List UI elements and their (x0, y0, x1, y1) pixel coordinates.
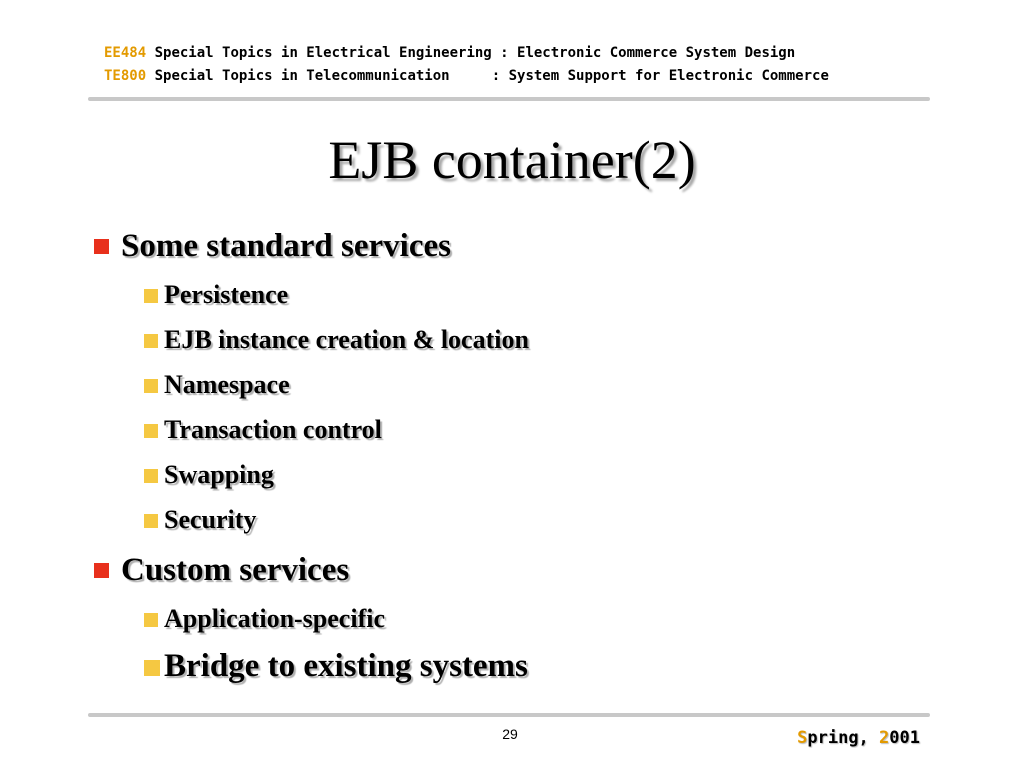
bullet-standard-services: Some standard services (94, 228, 451, 265)
course-description: Special Topics in Electrical Engineering… (146, 45, 796, 61)
yellow-square-bullet-icon (144, 514, 158, 528)
page-number: 29 (502, 726, 518, 742)
sub-bullet-namespace: Namespace (144, 370, 290, 400)
season-rest: pring, (807, 728, 880, 748)
bullet-custom-services: Custom services (94, 552, 349, 589)
sub-bullet-label: Namespace (164, 370, 290, 399)
year-initial: 2 (879, 728, 890, 748)
sub-bullet-bridge-systems: Bridge to existing systems (144, 648, 528, 685)
sub-bullet-label: Transaction control (164, 415, 382, 444)
sub-bullet-security: Security (144, 505, 256, 535)
year-rest: 001 (889, 728, 920, 748)
sub-bullet-label: EJB instance creation & location (164, 325, 529, 354)
yellow-square-bullet-icon (144, 424, 158, 438)
sub-bullet-label: Swapping (164, 460, 274, 489)
bullet-label: Custom services (121, 552, 350, 588)
yellow-square-bullet-icon (144, 379, 158, 393)
course-header: EE484 Special Topics in Electrical Engin… (104, 42, 829, 88)
semester-label: Spring, 2001 (797, 728, 920, 748)
course-line-te800: TE800 Special Topics in Telecommunicatio… (104, 65, 829, 88)
sub-bullet-label: Security (164, 505, 257, 534)
yellow-square-bullet-icon (144, 469, 158, 483)
season-initial: S (797, 728, 808, 748)
sub-bullet-persistence: Persistence (144, 280, 288, 310)
sub-bullet-label: Persistence (164, 280, 289, 309)
yellow-square-bullet-icon (144, 613, 158, 627)
header-divider (88, 97, 930, 101)
course-description: Special Topics in Telecommunication : Sy… (146, 68, 829, 84)
sub-bullet-swapping: Swapping (144, 460, 274, 490)
slide-title: EJB container(2) (328, 130, 696, 190)
sub-bullet-label: Bridge to existing systems (164, 648, 528, 684)
sub-bullet-instance-creation: EJB instance creation & location (144, 325, 529, 355)
course-code: EE484 (104, 45, 147, 61)
yellow-square-bullet-icon (144, 334, 158, 348)
footer-divider (88, 713, 930, 717)
course-line-ee484: EE484 Special Topics in Electrical Engin… (104, 42, 829, 65)
sub-bullet-application-specific: Application-specific (144, 604, 385, 634)
yellow-square-bullet-icon (144, 660, 160, 676)
course-code: TE800 (104, 68, 147, 84)
bullet-label: Some standard services (121, 228, 451, 264)
sub-bullet-transaction-control: Transaction control (144, 415, 382, 445)
red-square-bullet-icon (94, 563, 109, 578)
red-square-bullet-icon (94, 239, 109, 254)
sub-bullet-label: Application-specific (164, 604, 385, 633)
yellow-square-bullet-icon (144, 289, 158, 303)
